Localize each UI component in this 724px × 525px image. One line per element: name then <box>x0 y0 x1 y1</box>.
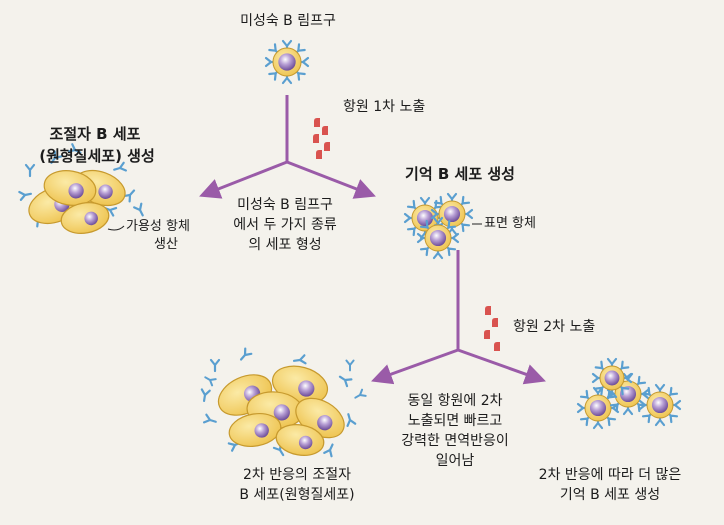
memory-secondary-line1: 2차 반응에 따라 더 많은 <box>538 467 682 483</box>
lymphocyte-icon <box>416 216 460 260</box>
antigen-icon <box>492 318 498 327</box>
secondary-note-line2: 노출되면 빠르고 <box>407 413 503 429</box>
antigen-icon <box>485 306 491 315</box>
antibody-icon <box>18 190 32 201</box>
antibody-icon <box>345 359 355 372</box>
immature-b-cell <box>264 39 310 85</box>
antibody-icon <box>239 347 253 361</box>
lymphocyte-icon <box>591 357 633 399</box>
pointer-soluble-antibody <box>107 225 125 231</box>
antibody-icon <box>200 388 211 403</box>
antibody-icon <box>292 354 307 365</box>
arrows <box>199 95 546 385</box>
antigen-icon <box>324 142 330 151</box>
antigen-group-first <box>313 118 330 159</box>
plasma-cell-icon <box>228 413 282 447</box>
split-note-line1: 미성숙 B 림프구 <box>237 197 333 213</box>
split-note-line3: 의 세포 형성 <box>248 237 322 253</box>
secondary-note-line3: 강력한 면역반응이 <box>401 433 509 449</box>
antibody-icon <box>133 202 144 217</box>
plasma-cell-cluster <box>18 143 144 234</box>
antibody-icon <box>24 163 36 178</box>
immature-b-cell-icon <box>264 39 310 85</box>
plasma-cell-icon <box>43 170 97 206</box>
antigen-icon <box>484 330 490 339</box>
antibody-icon <box>209 358 221 373</box>
arrow-to-memory <box>286 160 376 199</box>
antigen-icon <box>314 118 320 127</box>
soluble-antibody-label: 가용성 항체 <box>126 219 190 234</box>
antibody-icon <box>67 143 82 154</box>
arrow-to-secondary-plasma <box>371 348 459 385</box>
free-antibodies <box>204 359 367 399</box>
antibody-icon <box>323 443 334 458</box>
soluble-antibody-label-2: 생산 <box>154 237 178 252</box>
arrow-to-plasma <box>199 160 288 199</box>
plasma-title-line2: (원형질세포) 생성 <box>39 147 155 165</box>
plasma-secondary-line2: B 세포(원형질세포) <box>239 487 355 503</box>
antigen-second-label: 항원 2차 노출 <box>513 319 596 335</box>
arrow-to-secondary-memory <box>457 348 546 385</box>
pointer-lines <box>107 223 482 231</box>
antibody-icon <box>346 413 357 428</box>
antigen-icon <box>494 342 500 351</box>
antigen-icon <box>322 126 328 135</box>
surface-antibody-label: 표면 항체 <box>484 216 536 231</box>
memory-title: 기억 B 세포 생성 <box>405 165 515 183</box>
antigen-icon <box>313 134 319 143</box>
antigen-first-label: 항원 1차 노출 <box>343 99 426 115</box>
immature-b-label: 미성숙 B 림프구 <box>240 13 336 29</box>
antigen-group-second <box>484 306 500 351</box>
plasma-cell-icon <box>275 424 325 456</box>
secondary-memory-cell-cluster <box>576 357 682 430</box>
antigen-icon <box>316 150 322 159</box>
secondary-plasma-cell-cluster <box>200 347 357 458</box>
antibody-icon <box>354 388 367 399</box>
plasma-cell-icon <box>60 202 110 234</box>
antibody-icon <box>50 150 63 164</box>
split-note-line2: 에서 두 가지 종류 <box>233 217 337 233</box>
memory-secondary-line2: 기억 B 세포 생성 <box>559 487 661 503</box>
antibody-icon <box>113 161 128 172</box>
antibody-icon <box>122 189 136 203</box>
plasma-secondary-line1: 2차 반응의 조절자 <box>243 467 351 483</box>
memory-b-cell-cluster <box>403 192 474 260</box>
secondary-note-line4: 일어남 <box>435 453 475 469</box>
lymphocyte-icon <box>638 383 682 427</box>
secondary-note-line1: 동일 항원에 2차 <box>407 393 503 409</box>
antibody-icon <box>204 376 217 387</box>
antibody-icon <box>202 413 217 424</box>
plasma-title-line1: 조절자 B 세포 <box>49 125 141 143</box>
antibody-icon <box>338 375 353 388</box>
